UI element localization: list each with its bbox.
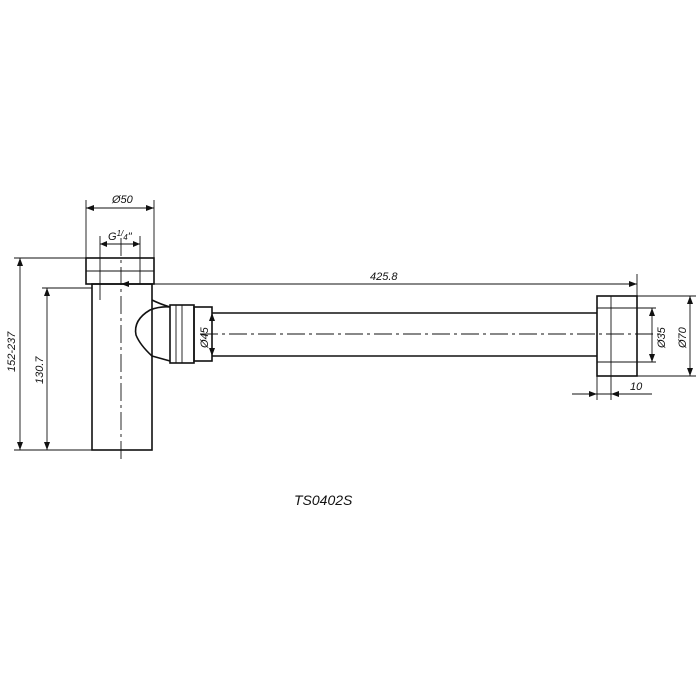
dim-pipe-diameter: Ø45 — [199, 313, 215, 356]
trap-body — [85, 238, 155, 462]
pipe-length-label: 425.8 — [370, 271, 398, 283]
horizontal-pipe — [200, 312, 660, 357]
flange-inner-label: Ø35 — [656, 326, 668, 349]
dim-flange-inner: Ø35 — [637, 307, 668, 363]
dim-flange-outer: Ø70 — [637, 295, 696, 377]
model-number: TS0402S — [294, 492, 353, 508]
dim-pipe-length: 425.8 — [121, 271, 638, 296]
dim-height-range: 152-237 — [6, 257, 92, 451]
dim-outlet-diameter: Ø50 — [85, 194, 155, 258]
trap-bottle — [91, 283, 153, 451]
flange-thickness-label: 10 — [630, 381, 643, 393]
trap-elbow — [134, 299, 171, 362]
thread-label: G1/4" — [108, 229, 133, 243]
height-range-label: 152-237 — [6, 331, 18, 372]
body-height-label: 130.7 — [34, 356, 46, 384]
dim-flange-thickness: 10 — [572, 376, 652, 400]
wall-flange — [596, 295, 638, 377]
dim-body-height: 130.7 — [34, 287, 92, 450]
outlet-diameter-label: Ø50 — [111, 194, 134, 206]
flange-outer-label: Ø70 — [677, 326, 689, 349]
dim-thread: G1/4" — [99, 229, 141, 258]
pipe-diameter-label: Ø45 — [199, 326, 211, 349]
